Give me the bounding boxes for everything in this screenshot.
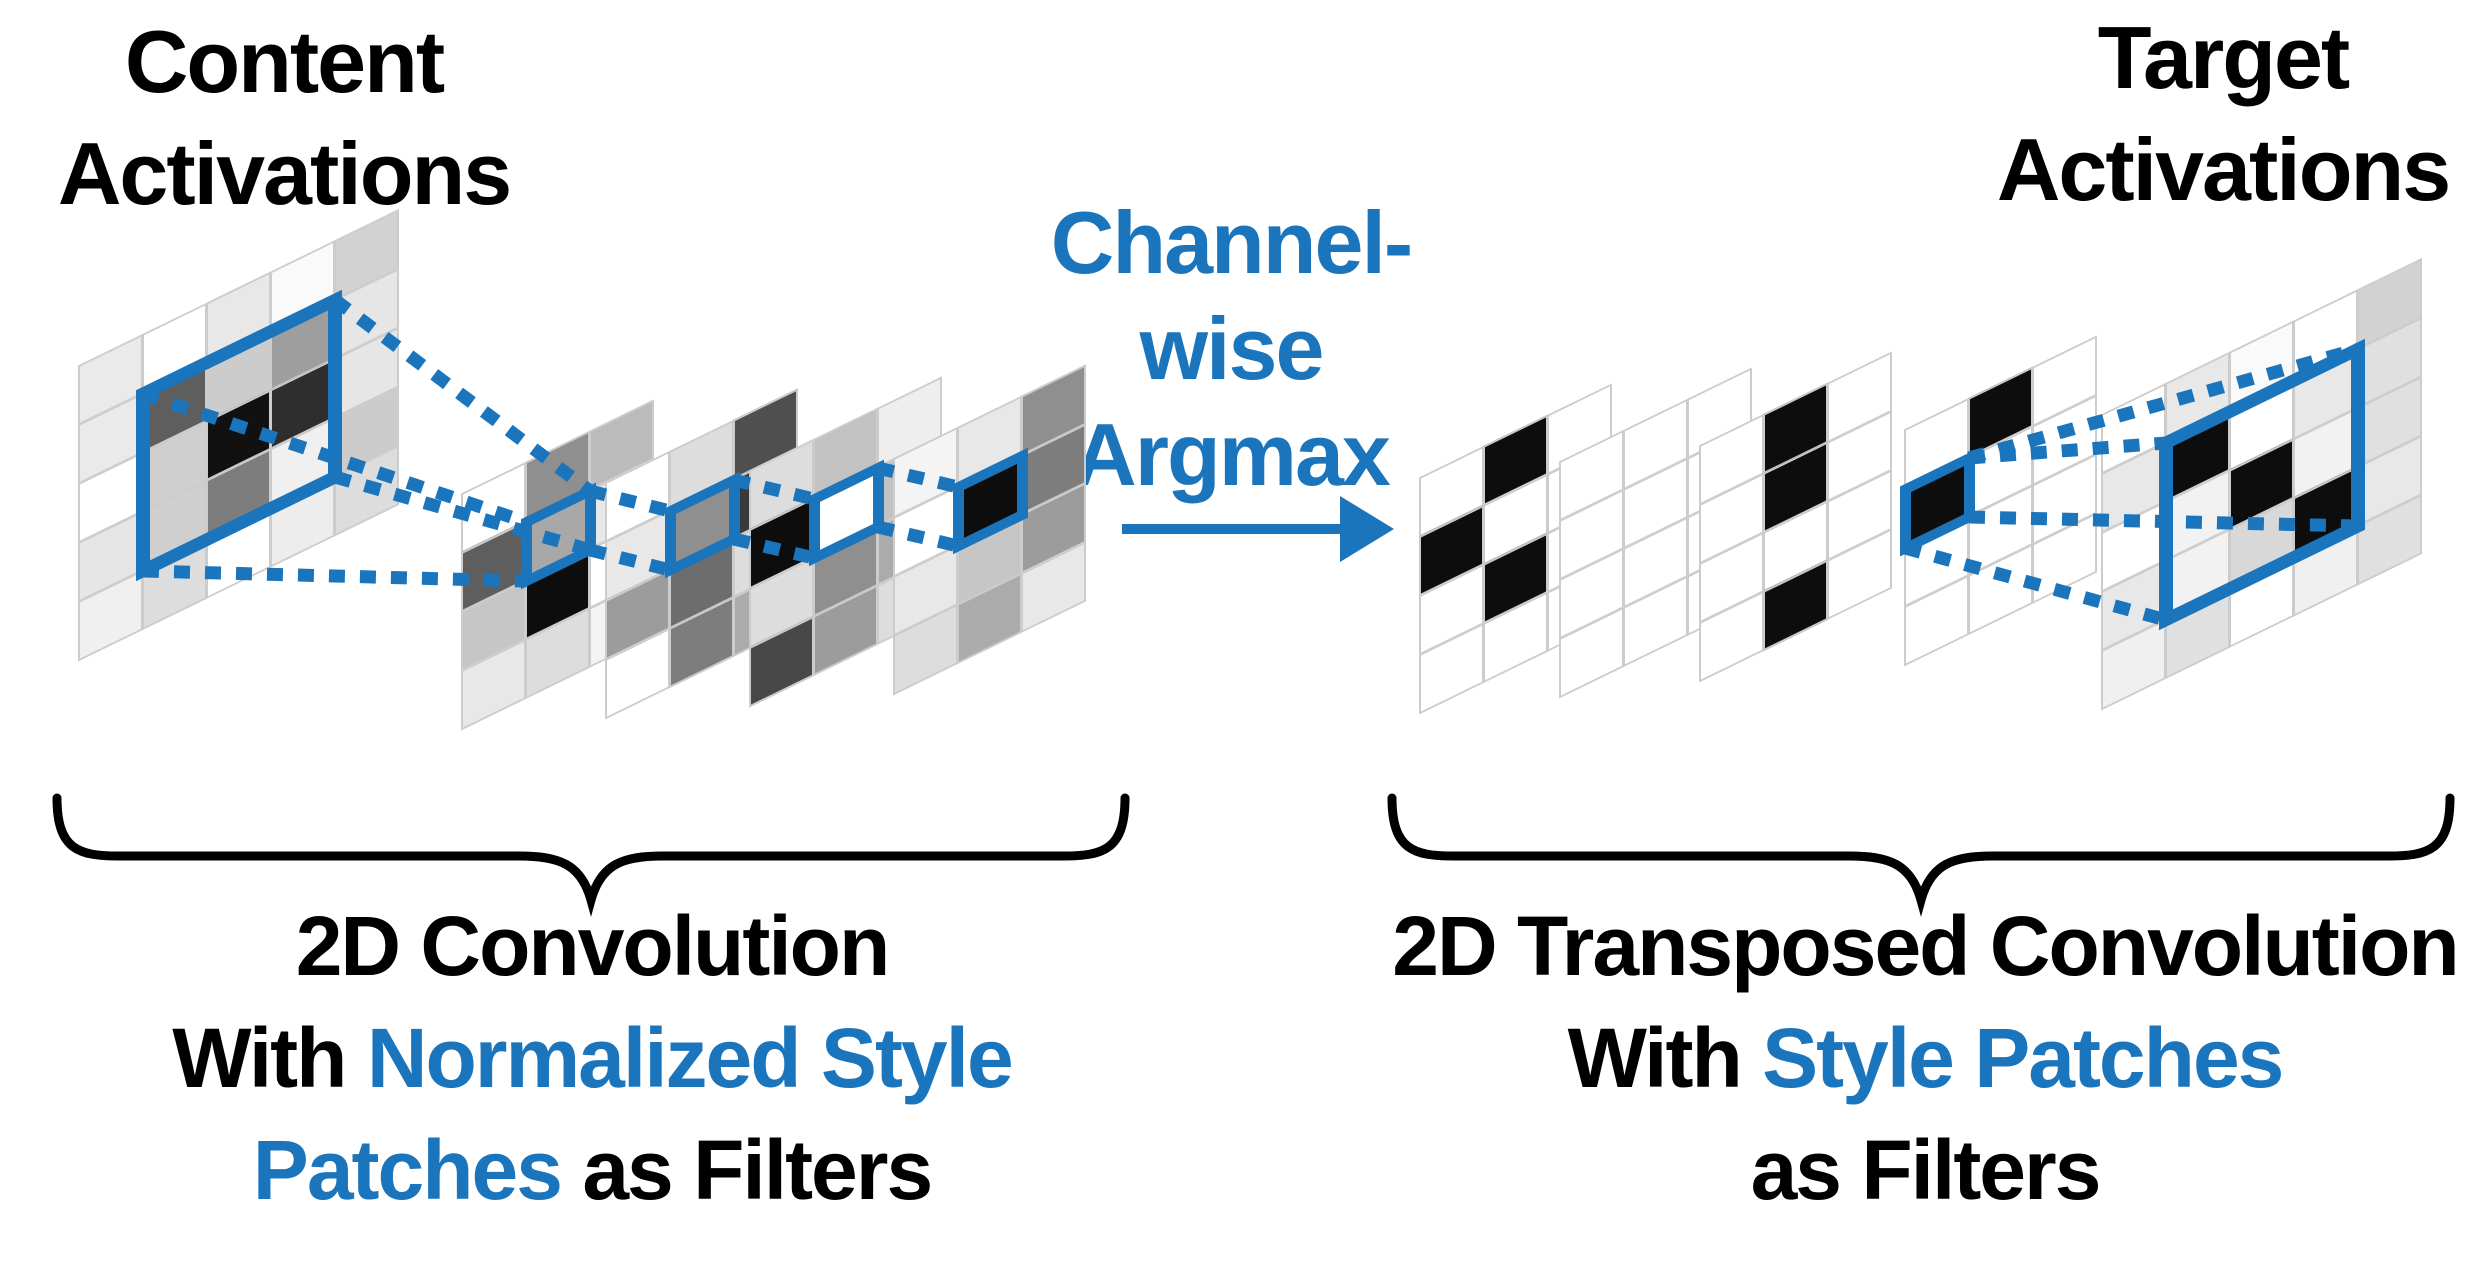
right-label-line2: With Style Patches [1325, 1002, 2492, 1114]
target-activations-title: Target Activations [1973, 2, 2473, 226]
left-group-brace [52, 793, 1130, 917]
op-label-line1: Channel-wise [1050, 193, 1413, 398]
target-activations-grid [2101, 257, 2422, 711]
argmax-channel-grid-4 [1899, 335, 2097, 667]
right-operation-label: 2D Transposed Convolution With Style Pat… [1325, 890, 2492, 1226]
left-label-line2-blue: Normalized Style [366, 1011, 1014, 1105]
target-title-line2: Activations [1996, 120, 2451, 219]
left-label-line3-blue: Patches [252, 1123, 563, 1217]
right-label-line1: 2D Transposed Convolution [1392, 899, 2459, 993]
op-label-line2: Argmax [1073, 405, 1391, 504]
left-operation-label: 2D Convolution With Normalized Style Pat… [92, 890, 1092, 1226]
right-label-line3: as Filters [1750, 1123, 2102, 1217]
content-activations-grid [78, 208, 399, 662]
left-label-line3: Patches as Filters [92, 1114, 1092, 1226]
content-activations-title: Content Activations [34, 6, 534, 230]
content-title-line2: Activations [57, 124, 512, 223]
right-label-line2-black: With [1567, 1011, 1763, 1105]
right-label-line2-blue: Style Patches [1762, 1011, 2284, 1105]
left-label-line3-black: as Filters [560, 1123, 933, 1217]
target-title-line1: Target [2097, 8, 2350, 107]
left-label-line2: With Normalized Style [92, 1002, 1092, 1114]
right-group-brace [1387, 793, 2455, 917]
channel-wise-argmax-label: Channel-wise Argmax [981, 190, 1481, 508]
left-label-line1: 2D Convolution [295, 899, 891, 993]
left-label-line2-black: With [172, 1011, 367, 1105]
content-title-line1: Content [124, 12, 445, 111]
